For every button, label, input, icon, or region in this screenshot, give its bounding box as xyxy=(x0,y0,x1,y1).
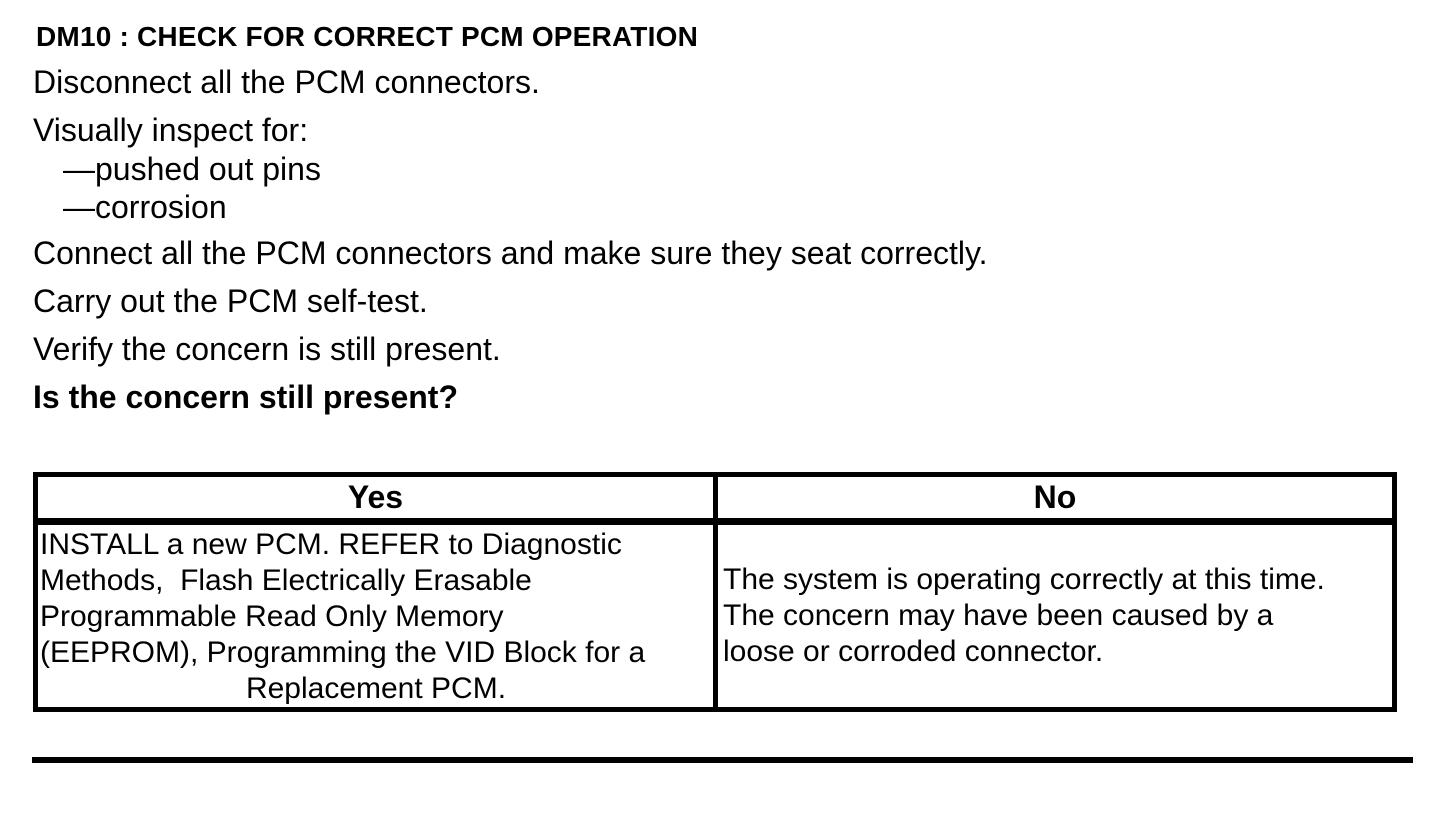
decision-table: Yes No INSTALL a new PCM. REFER to Diagn… xyxy=(33,472,1397,712)
step-connect-connectors: Connect all the PCM connectors and make … xyxy=(33,235,988,271)
inspect-item-corrosion: —corrosion xyxy=(63,189,227,225)
step-verify-concern: Verify the concern is still present. xyxy=(33,331,501,367)
no-action-line: The concern may have been caused by a xyxy=(723,599,1274,632)
step-disconnect-connectors: Disconnect all the PCM connectors. xyxy=(33,64,540,100)
yes-action-line: Programmable Read Only Memory xyxy=(40,600,504,633)
no-action-cell: The system is operating correctly at thi… xyxy=(718,525,1392,707)
decision-table-body-row: INSTALL a new PCM. REFER to Diagnostic M… xyxy=(38,525,1392,707)
step-self-test: Carry out the PCM self-test. xyxy=(33,283,428,319)
yes-action-line: Methods, Flash Electrically Erasable xyxy=(40,564,532,597)
no-action-line: The system is operating correctly at thi… xyxy=(723,563,1325,596)
yes-action-cell: INSTALL a new PCM. REFER to Diagnostic M… xyxy=(38,525,718,707)
yes-column-header: Yes xyxy=(38,477,718,518)
decision-table-header-row: Yes No xyxy=(38,477,1392,525)
inspect-item-pushed-out-pins: —pushed out pins xyxy=(63,151,321,187)
yes-action-line: Replacement PCM. xyxy=(245,672,507,705)
procedure-heading: DM10 : CHECK FOR CORRECT PCM OPERATION xyxy=(36,21,698,52)
yes-action-line: (EEPROM), Programming the VID Block for … xyxy=(40,636,646,669)
page-bottom-rule xyxy=(32,757,1413,763)
no-column-header: No xyxy=(1033,479,1077,515)
yes-action-line: INSTALL a new PCM. REFER to Diagnostic xyxy=(40,528,622,561)
step-visually-inspect: Visually inspect for: xyxy=(33,112,309,148)
no-action-line: loose or corroded connector. xyxy=(723,635,1104,668)
decision-question: Is the concern still present? xyxy=(33,379,458,415)
